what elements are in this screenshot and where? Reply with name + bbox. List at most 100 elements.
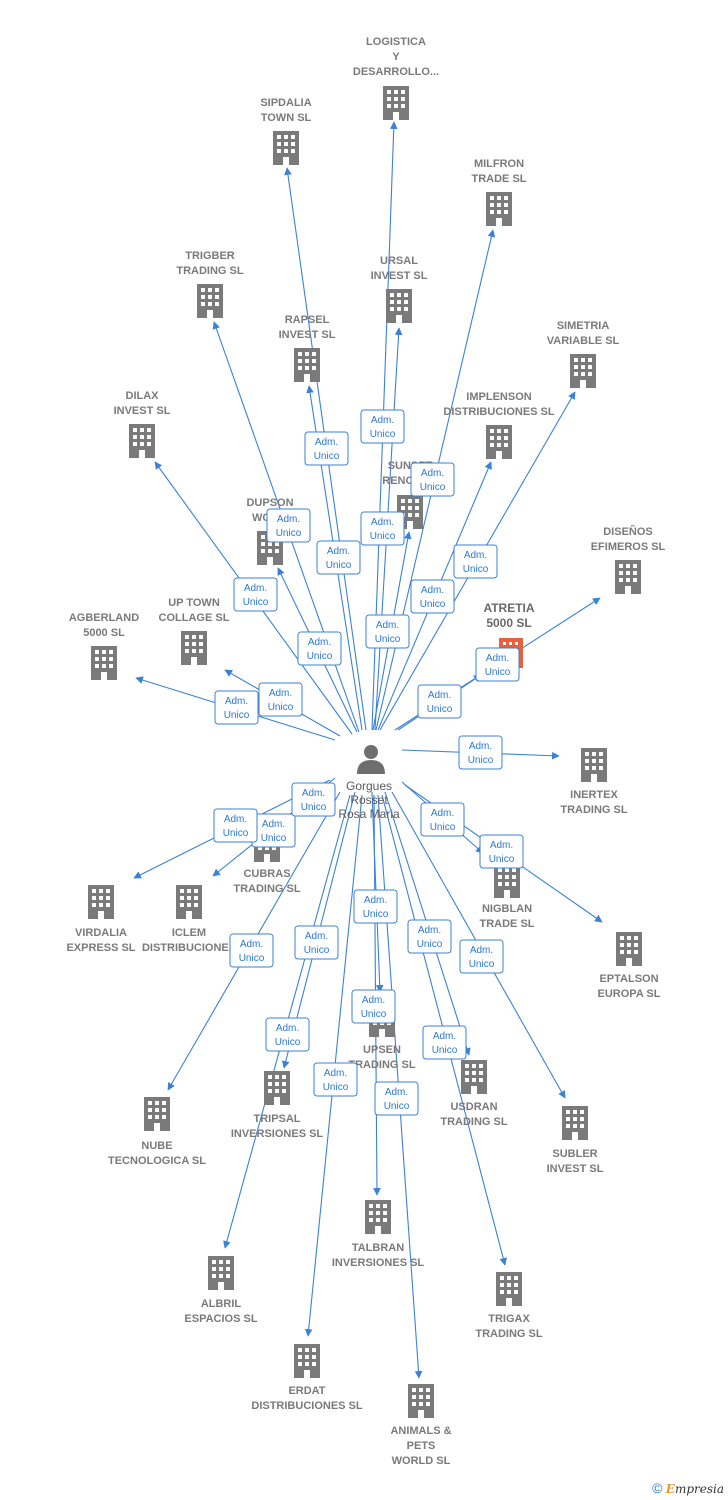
relation-label-text: Adm. [371,415,394,426]
relation-label-text: Unico [261,833,287,844]
person-name-line: Rosset [350,793,388,807]
company-name-line: ESPACIOS SL [184,1313,257,1325]
relation-label-usdran[interactable]: Adm. Unico [407,919,452,954]
relation-label-albril[interactable]: Adm.Unico [265,1017,310,1052]
company-name-line: VARIABLE SL [547,335,620,347]
relation-label-text: Unico [239,953,265,964]
relation-label-milfron[interactable]: Adm.Unico [410,462,455,497]
building-icon [461,1060,487,1094]
company-node-logistica[interactable]: LOGISTICAYDESARROLLO... [353,36,439,120]
relation-label-upsen[interactable]: Adm.Unico [353,889,398,924]
building-icon [562,1106,588,1140]
focus-company-name-line: 5000 SL [486,616,531,630]
company-name-line: TRIPSAL [253,1113,300,1125]
relation-label-text: Adm. [418,925,441,936]
building-icon [208,1256,234,1290]
building-icon [486,192,512,226]
company-name-line: DESARROLLO... [353,66,439,78]
relation-label-trigax[interactable]: Adm.Unico [422,1025,467,1060]
footer-brand[interactable]: © Empresia [652,1480,724,1496]
relation-label-trigber[interactable]: Adm.Unico [233,577,278,612]
relation-label-ursal[interactable]: Adm.Unico [360,511,405,546]
company-name-line: EUROPA SL [598,988,661,1000]
relation-label-erdat[interactable]: Adm.Unico [313,1062,358,1097]
company-name-line: NIGBLAN [482,903,532,915]
company-name-line: SIPDALIA [260,97,311,109]
building-icon [129,424,155,458]
building-icon [386,289,412,323]
relation-label-extra-0[interactable]: Adm.Unico [291,782,336,817]
relation-label-subler[interactable]: Adm.Unico [459,939,504,974]
relation-label-text: Adm. [490,840,513,851]
relation-label-inertex[interactable]: Adm.Unico [458,735,503,770]
relation-label-text: Adm. [225,696,248,707]
company-name-line: SIMETRIA [557,320,610,332]
building-icon [273,131,299,165]
building-icon [294,348,320,382]
relation-label-sipdalia[interactable]: Adm.Unico [316,540,361,575]
company-name-line: NUBE [141,1140,172,1152]
relation-label-implenson[interactable]: Adm.Unico [410,579,455,614]
relation-label-virdalia[interactable]: Adm.Unico [213,808,258,843]
relation-label-text: Adm. [364,895,387,906]
relation-label-eptalson[interactable]: Adm.Unico [479,834,524,869]
relation-label-dupson[interactable]: Adm.Unico [266,508,311,543]
relation-label-text: Unico [417,939,443,950]
building-icon [264,1071,290,1105]
company-node-simetria[interactable]: SIMETRIA VARIABLE SL [547,320,620,388]
relation-label-sunset[interactable]: Adm. Unico [365,614,410,649]
relation-label-tripsal[interactable]: Adm.Unico [294,925,339,960]
relation-label-text: Adm. [224,814,247,825]
relation-label-uptown[interactable]: Adm.Unico [258,682,303,717]
relation-label-agberland[interactable]: Adm.Unico [214,690,259,725]
relation-label-text: Adm. [376,620,399,631]
relation-label-disenos[interactable]: Adm.Unico [475,647,520,682]
relation-label-dilax[interactable]: Adm.Unico [297,631,342,666]
relation-label-simetria[interactable]: Adm.Unico [453,544,498,579]
relation-label-focus[interactable]: Adm.Unico [417,684,462,719]
focus-company-name-line: ATRETIA [483,601,534,615]
relation-label-text: Adm. [324,1068,347,1079]
relation-label-animals[interactable]: Adm.Unico [374,1081,419,1116]
relation-label-logistica[interactable]: Adm.Unico [360,409,405,444]
company-name-line: PETS [407,1440,436,1452]
relation-label-text: Unico [375,634,401,645]
relation-label-text: Unico [361,1009,387,1020]
relation-label-rapsel[interactable]: Adm.Unico [304,431,349,466]
relation-label-talbran[interactable]: Adm.Unico [351,989,396,1024]
relation-label-cubras[interactable]: Adm.Unico [251,813,296,848]
relation-label-text: Adm. [308,637,331,648]
relation-label-nube[interactable]: Adm.Unico [229,933,274,968]
relation-label-nigblan[interactable]: Adm.Unico [420,802,465,837]
relation-label-text: Adm. [315,437,338,448]
copyright-symbol: © [652,1480,663,1496]
